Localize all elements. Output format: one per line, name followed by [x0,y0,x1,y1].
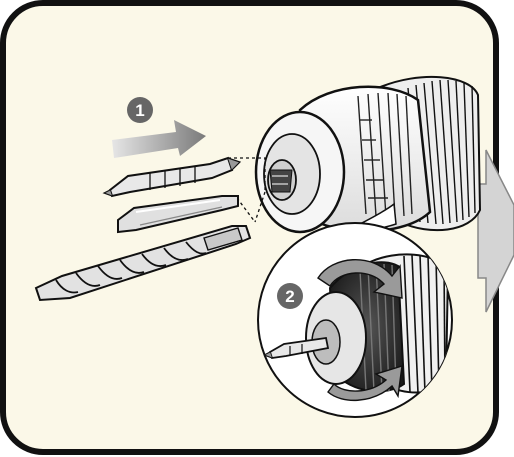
step-1-number: 1 [135,101,144,120]
step-2-badge: 2 [277,283,303,309]
guide-lines [228,157,266,223]
step-2-number: 2 [285,287,294,306]
drill-bit [34,225,252,302]
step-1-badge: 1 [127,97,153,123]
next-arrow-icon [477,149,514,313]
push-arrow-icon [112,120,206,158]
rotate-arrow-icon [317,259,403,402]
screwdriver-bit-phillips [102,156,242,198]
screwdriver-bit-flat [117,195,239,234]
drill-chuck [254,75,482,234]
detail-inset: 2 [257,222,453,418]
